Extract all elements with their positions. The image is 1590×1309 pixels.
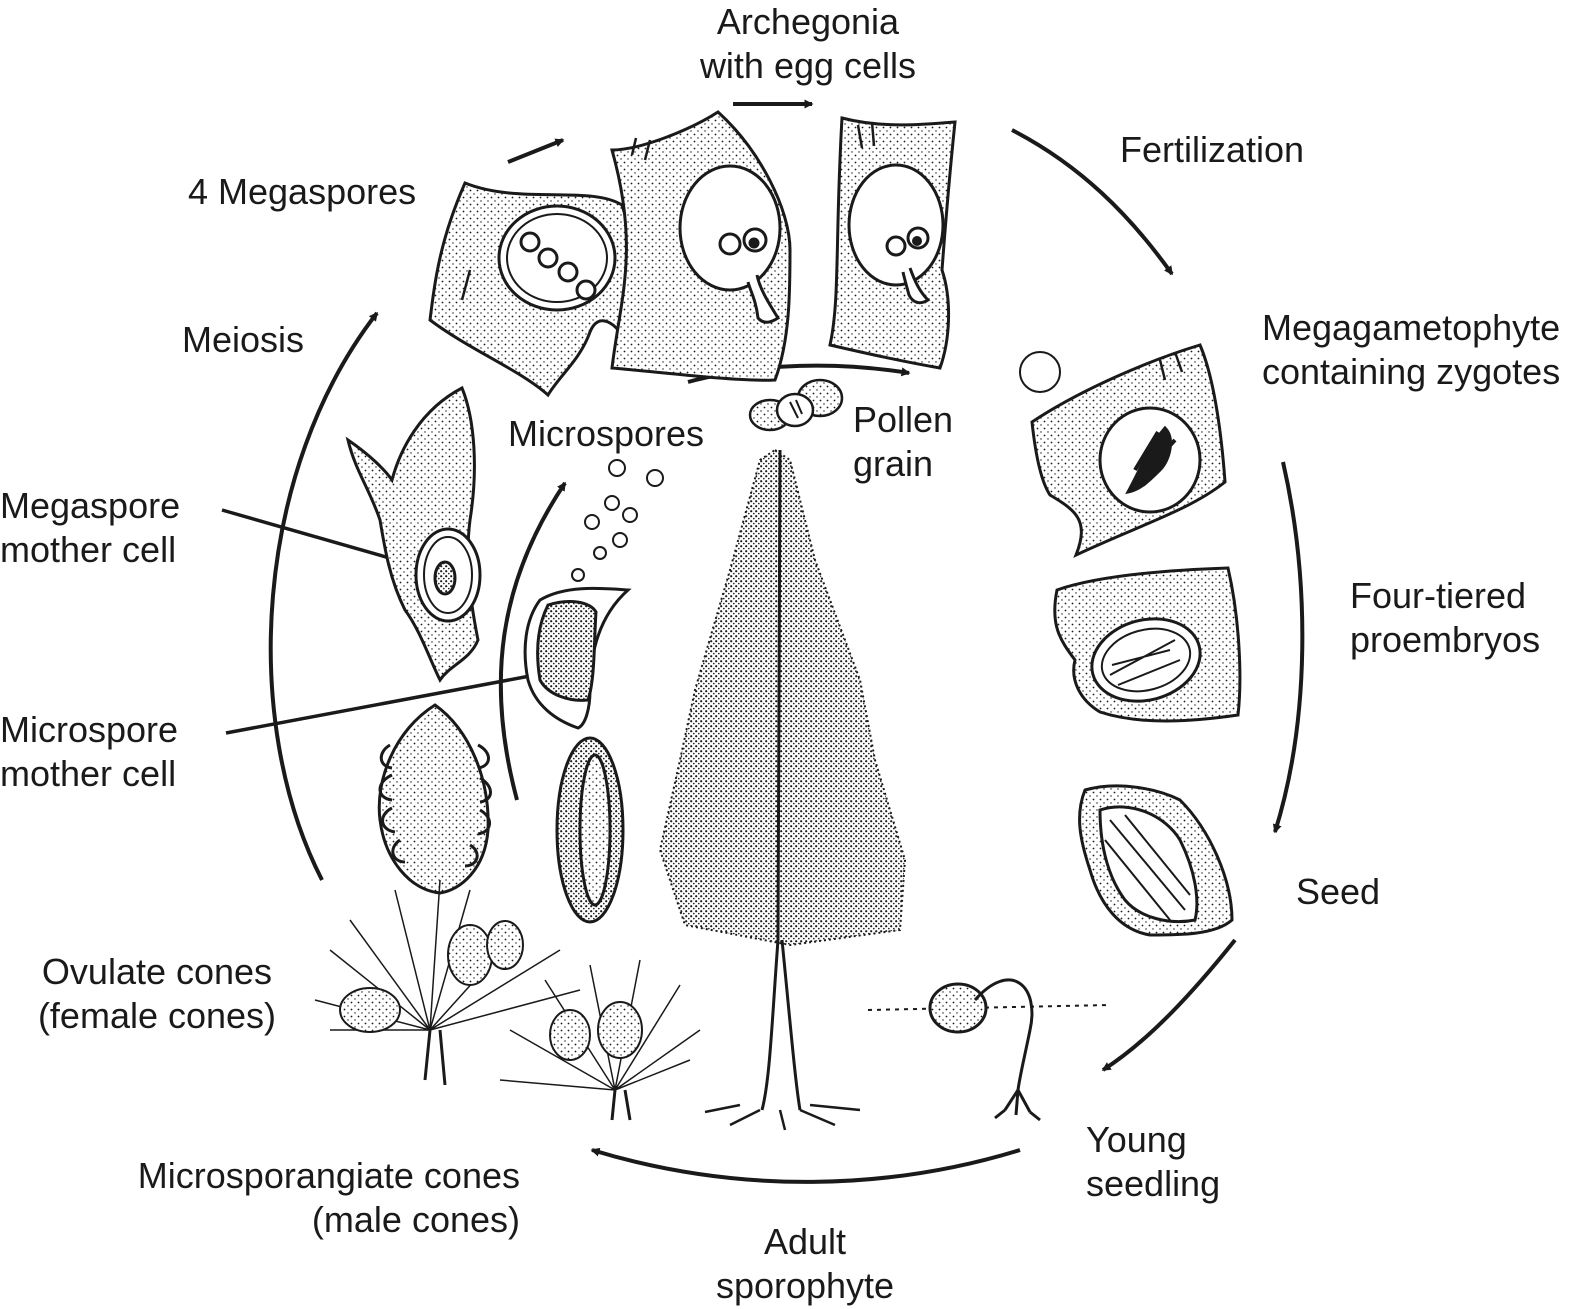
label-four-tiered-proembryos: Four-tiered proembryos [1350,575,1541,660]
label-microspore-mother-cell: Microspore mother cell [0,709,179,794]
female-cone-section [377,703,492,895]
leader-microspore-mother [225,674,531,735]
megaspore-mother-cell-drawing [345,385,482,683]
label-4-megaspores: 4 Megaspores [188,171,417,212]
seed-drawing [1078,784,1234,937]
label-fertilization: Fertilization [1120,129,1305,170]
label-pollen-grain: Pollen grain [853,399,954,484]
arrow-seed-to-seedling [1101,938,1237,1072]
pollen-grain-drawing [748,378,844,432]
microspore-mother-cell-drawing [523,586,632,730]
arrow-to-megaspores [507,138,565,164]
label-young-seedling: Young seedling [1086,1119,1221,1204]
label-microspores: Microspores [508,413,705,454]
ovule-four-megaspores [428,181,638,398]
young-seedling-drawing [867,978,1111,1122]
megagametophyte [1019,343,1227,558]
arrow-adult [590,1147,1021,1184]
arrow-fertilization [1011,128,1174,276]
leader-megaspore-mother [221,508,415,567]
adult-sporophyte-tree [658,448,907,1131]
label-microsporangiate-cones: Microsporangiate cones (male cones) [137,1155,520,1240]
label-megagametophyte: Megagametophyte containing zygotes [1262,307,1561,392]
archegonia-1 [610,110,792,382]
proembryo [1053,566,1242,723]
arrow-proembryos [1272,461,1305,834]
label-seed: Seed [1296,871,1381,912]
cycle-arrows [268,99,1305,1184]
male-cone-section [555,736,625,924]
label-adult-sporophyte: Adult sporophyte [715,1221,895,1306]
microspores-drawing [571,459,664,582]
arrow-meiosis [268,311,379,881]
label-ovulate-cones: Ovulate cones (female cones) [37,951,277,1036]
archegonia-2 [828,116,957,370]
label-meiosis: Meiosis [182,319,305,360]
leader-lines [221,508,531,735]
label-megaspore-mother-cell: Megaspore mother cell [0,485,181,570]
label-archegonia: Archegonia with egg cells [699,1,917,86]
arrow-microspores [498,481,567,801]
pine-branches [314,879,701,1121]
